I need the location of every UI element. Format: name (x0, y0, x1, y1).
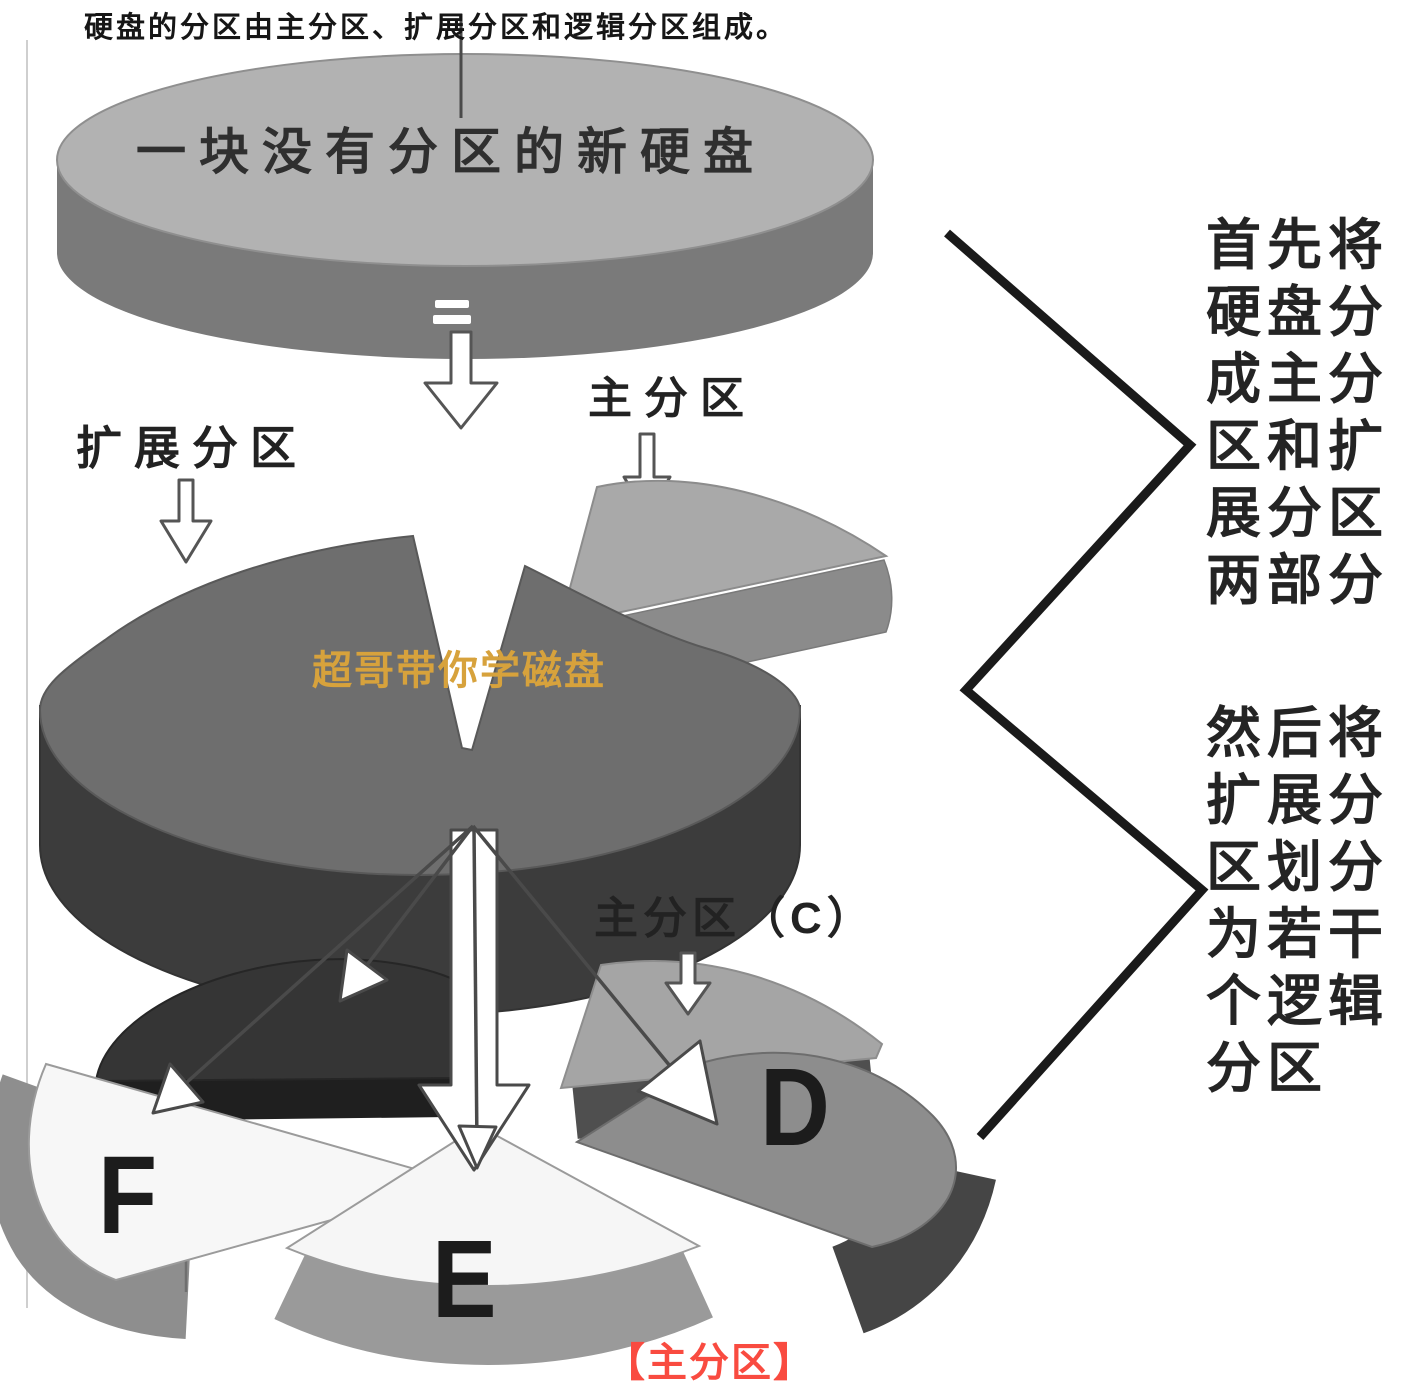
fan-line-back (365, 824, 475, 967)
zigzag-bracket (944, 229, 1209, 1141)
new-disk-top (56, 53, 874, 267)
arrowhead-back-icon (338, 948, 389, 1003)
e-slice-top (284, 1124, 702, 1288)
fan-line-f (184, 824, 475, 1085)
partition-letter-d: D (760, 1046, 830, 1169)
logical-slice-f (0, 1062, 468, 1339)
back-slice-top (94, 958, 465, 1083)
arrow-dash (435, 300, 469, 308)
arrow-dash (433, 315, 471, 324)
fan-line-d (471, 824, 672, 1068)
primary-c-label: 主分区（C） (594, 894, 876, 943)
primary-partition-label: 主分区 (588, 374, 756, 423)
arrowhead-f-icon (151, 1062, 205, 1115)
primary-slice-top (558, 479, 889, 627)
logical-slice-e (274, 1124, 713, 1366)
extended-label-arrow-icon (159, 478, 213, 564)
split-down-arrow-icon (423, 300, 499, 430)
fan-line-e (472, 827, 479, 1149)
step2-text: 然后将 扩展分 区划分 为若干 个逻辑 分区 (1206, 702, 1390, 1099)
arrowhead-e-icon (457, 1124, 498, 1170)
arrowhead-d-icon (636, 1039, 719, 1126)
logical-slice-back (94, 958, 465, 1121)
new-disk-label: 一块没有分区的新硬盘 (136, 124, 766, 180)
partition-letter-e: E (432, 1218, 497, 1341)
f-slice-top (27, 1062, 468, 1282)
step1-text: 首先将 硬盘分 成主分 区和扩 展分区 两部分 (1206, 214, 1390, 611)
fan-arrows (151, 824, 719, 1172)
page-heading: 硬盘的分区由主分区、扩展分区和逻辑分区组成。 (84, 12, 789, 44)
primary-c-arrow-icon (664, 951, 712, 1016)
partition-letter-f: F (98, 1134, 158, 1257)
new-disk (56, 14, 874, 359)
e-slice-side (274, 1242, 713, 1366)
watermark-text: 超哥带你学磁盘 (312, 649, 606, 693)
down-arrow-icon (423, 330, 499, 430)
bottom-caption: 【主分区】 (605, 1341, 815, 1385)
extended-partition-label: 扩展分区 (76, 422, 308, 474)
